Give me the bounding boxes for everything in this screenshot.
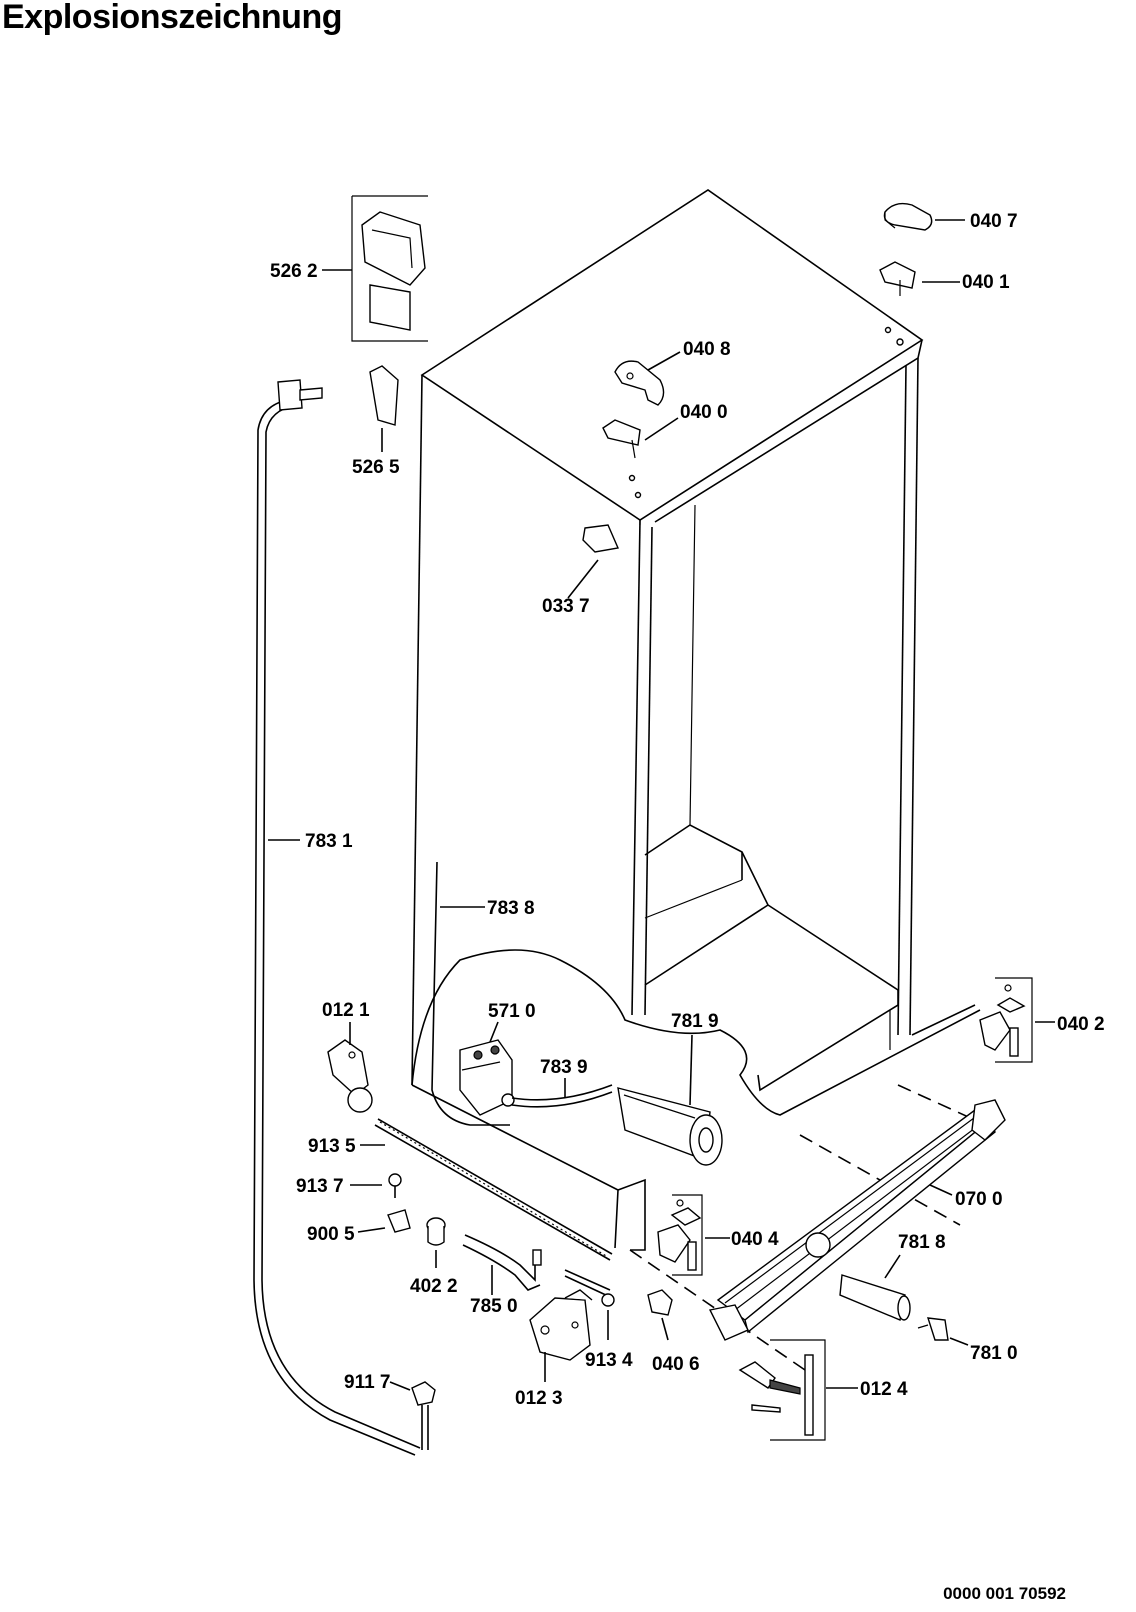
part-402-2[interactable] bbox=[426, 1217, 446, 1268]
part-781-9[interactable] bbox=[617, 1034, 723, 1166]
label-526-5: 526 5 bbox=[352, 457, 400, 478]
label-783-8: 783 8 bbox=[487, 898, 535, 919]
part-070-0[interactable] bbox=[708, 1099, 1006, 1341]
part-783-9[interactable] bbox=[511, 1078, 613, 1108]
part-033-7[interactable] bbox=[567, 524, 619, 599]
part-913-7[interactable] bbox=[350, 1173, 402, 1198]
part-911-7[interactable] bbox=[389, 1381, 436, 1450]
part-012-3[interactable] bbox=[529, 1289, 593, 1382]
part-781-0[interactable] bbox=[917, 1317, 969, 1346]
label-900-5: 900 5 bbox=[307, 1224, 355, 1245]
label-913-4: 913 4 bbox=[585, 1350, 633, 1371]
part-900-5[interactable] bbox=[357, 1209, 411, 1233]
label-402-2: 402 2 bbox=[410, 1276, 458, 1297]
part-040-7[interactable] bbox=[883, 202, 965, 231]
label-781-9: 781 9 bbox=[671, 1011, 719, 1032]
label-033-7: 033 7 bbox=[542, 596, 590, 617]
document-number: 0000 001 70592 bbox=[943, 1584, 1066, 1603]
label-040-0: 040 0 bbox=[680, 402, 728, 423]
part-040-0[interactable] bbox=[602, 417, 679, 499]
label-783-1: 783 1 bbox=[305, 831, 353, 852]
part-040-2[interactable] bbox=[979, 977, 1055, 1063]
label-070-0: 070 0 bbox=[955, 1189, 1003, 1210]
part-783-1[interactable] bbox=[253, 379, 421, 1456]
part-012-1[interactable] bbox=[327, 1022, 373, 1113]
part-913-4[interactable] bbox=[564, 1269, 615, 1340]
part-526-2[interactable] bbox=[322, 195, 428, 342]
part-783-8[interactable] bbox=[431, 861, 510, 1126]
part-571-0[interactable] bbox=[459, 1021, 515, 1116]
label-040-2: 040 2 bbox=[1057, 1014, 1105, 1035]
label-040-7: 040 7 bbox=[970, 211, 1018, 232]
part-781-8[interactable] bbox=[839, 1254, 911, 1321]
part-785-0[interactable] bbox=[462, 1234, 542, 1295]
page-title: Explosionszeichnung bbox=[2, 0, 342, 36]
label-571-0: 571 0 bbox=[488, 1001, 536, 1022]
label-012-3: 012 3 bbox=[515, 1388, 563, 1409]
part-040-4[interactable] bbox=[657, 1194, 730, 1276]
label-783-9: 783 9 bbox=[540, 1057, 588, 1078]
label-785-0: 785 0 bbox=[470, 1296, 518, 1317]
label-911-7: 911 7 bbox=[344, 1372, 391, 1393]
label-781-0: 781 0 bbox=[970, 1343, 1018, 1364]
part-040-6[interactable] bbox=[647, 1289, 673, 1341]
label-040-1: 040 1 bbox=[962, 272, 1010, 293]
label-040-8: 040 8 bbox=[683, 339, 731, 360]
part-526-5[interactable] bbox=[369, 365, 399, 452]
part-913-5[interactable] bbox=[360, 1118, 613, 1261]
label-913-7: 913 7 bbox=[296, 1176, 344, 1197]
label-012-4: 012 4 bbox=[860, 1379, 908, 1400]
label-781-8: 781 8 bbox=[898, 1232, 946, 1253]
label-040-6: 040 6 bbox=[652, 1354, 700, 1375]
label-012-1: 012 1 bbox=[322, 1000, 370, 1021]
part-040-8[interactable] bbox=[614, 351, 681, 406]
part-labels: 526 2 526 5 040 7 040 1 040 8 040 0 033 … bbox=[270, 211, 1105, 1409]
cabinet-body bbox=[411, 189, 981, 1251]
part-012-4[interactable] bbox=[738, 1339, 858, 1441]
label-040-4: 040 4 bbox=[731, 1229, 779, 1250]
label-913-5: 913 5 bbox=[308, 1136, 356, 1157]
part-040-1[interactable] bbox=[879, 261, 960, 346]
label-526-2: 526 2 bbox=[270, 261, 318, 282]
